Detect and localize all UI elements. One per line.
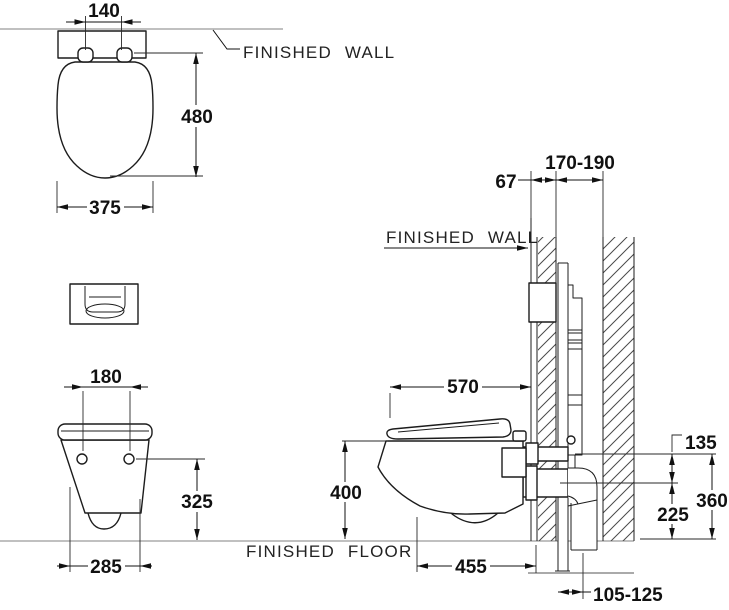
dim-seat-depth: 480 (181, 107, 213, 128)
dim-outlet-offset: 105-125 (593, 585, 663, 606)
concealed-cistern (528, 262, 583, 572)
drain-elbow (568, 467, 598, 550)
outlet-box (501, 447, 527, 478)
mounting-plate (57, 30, 147, 59)
drain-pipe (570, 503, 597, 551)
dim-bolt-height: 325 (181, 492, 213, 513)
flush-button (85, 303, 125, 319)
dimension-text-backgrounds (87, 105, 729, 577)
structural-wall-hatch (603, 237, 634, 541)
bolt-hole-left (76, 453, 88, 465)
hinge-bracket-side (512, 430, 527, 442)
seat-lid-side (386, 418, 512, 440)
dim-finish-offset: 67 (495, 172, 516, 193)
seat-front (57, 423, 153, 441)
dim-front-width: 285 (90, 557, 122, 578)
bowl-body-side (377, 440, 524, 515)
dim-overall-depth: 570 (447, 377, 479, 398)
dim-rim-height: 400 (330, 483, 362, 504)
supply-connector (566, 435, 576, 445)
trap-outline-side (451, 512, 499, 524)
bowl-body-front (60, 439, 150, 514)
seat-lid-outline (56, 61, 154, 179)
dim-bolt-spacing: 180 (90, 367, 122, 388)
seat-top-view (56, 30, 154, 179)
dim-hinge-spacing: 140 (88, 1, 120, 22)
flush-plate-view (69, 283, 139, 325)
valve-detail-lines (568, 329, 582, 350)
bolt-hole-right (123, 453, 135, 465)
reference-lines (0, 28, 634, 542)
flush-button-housing (84, 286, 126, 313)
dim-supply-drop: 135 (685, 433, 717, 454)
cistern-profile (568, 284, 583, 456)
dim-frame-depth: 170-190 (545, 153, 615, 174)
dim-outlet-height: 225 (657, 505, 689, 526)
label-finished-wall-top: FINISHED WALL (243, 43, 395, 62)
hinge-right (116, 47, 133, 63)
bowl-front-view (57, 423, 153, 530)
label-finished-wall-section: FINISHED WALL (386, 228, 538, 247)
flush-plate-recess (528, 282, 557, 323)
label-finished-floor: FINISHED FLOOR (246, 542, 412, 561)
hinge-left (77, 47, 94, 63)
pipework (522, 435, 598, 551)
trap-outline-front (87, 512, 122, 530)
dim-supply-height: 360 (696, 491, 728, 512)
dim-seat-width: 375 (89, 198, 121, 219)
bowl-side-view (377, 418, 527, 524)
dim-135-bracket (671, 434, 682, 452)
finished-wall-leader-top (212, 29, 240, 50)
dim-bowl-projection: 455 (455, 557, 487, 578)
drawing-texts: FINISHED WALL FINISHED WALL FINISHED FLO… (88, 1, 728, 606)
